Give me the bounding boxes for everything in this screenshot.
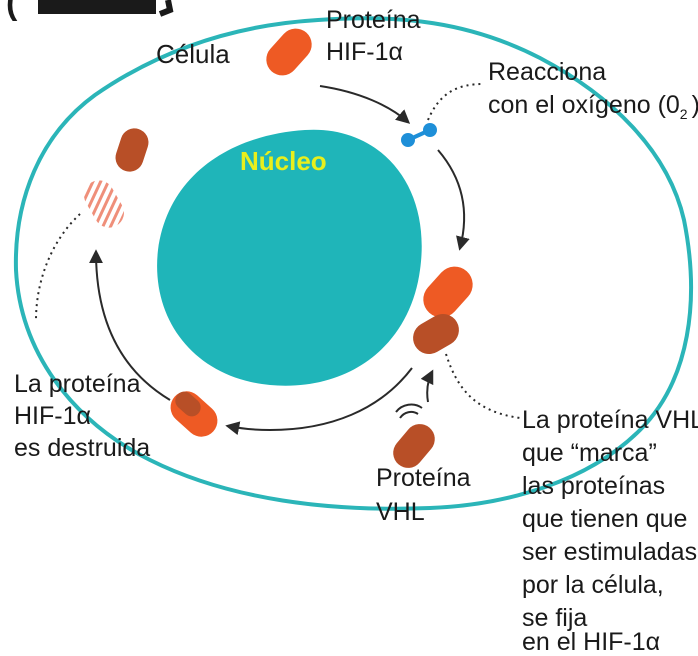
destroyed-leader-line xyxy=(35,213,81,321)
hif-protein-label: Proteína HIF-1α xyxy=(326,6,427,66)
arrow-vhl-up xyxy=(420,369,434,403)
arrow-bound-to-degradation xyxy=(225,367,413,436)
vhl-note: La proteína VHL que “marca” las proteína… xyxy=(522,406,698,656)
destroyed-label: La proteína HIF-1α es destruida xyxy=(14,370,150,462)
arrow-hif-to-oxygen xyxy=(319,85,411,124)
vhl-note-leader-line xyxy=(445,353,521,419)
signal-waves-icon xyxy=(395,403,423,419)
arrow-oxygen-to-vhl-bind xyxy=(437,149,470,251)
nucleus xyxy=(157,129,422,386)
oxygen-leader-line xyxy=(427,83,485,121)
header-partial-bar xyxy=(38,0,156,14)
arrow-up-left xyxy=(89,249,171,401)
nucleus-label: Núcleo xyxy=(240,146,327,176)
cell-label: Célula xyxy=(156,39,230,69)
cell-outline xyxy=(13,16,693,511)
header-partial: ( xyxy=(6,0,18,22)
vhl-protein-label: Proteína VHL xyxy=(376,464,477,526)
oxygen-molecule-icon xyxy=(401,123,437,147)
vhl-protein-bound xyxy=(413,314,459,354)
vhl-protein-bottom-left xyxy=(175,391,201,417)
vhl-protein-bottom xyxy=(393,424,435,468)
hif-protein-top xyxy=(266,28,312,76)
reacts-oxygen-label: Reacciona con el oxígeno (02) xyxy=(488,58,698,122)
hif-protein-right xyxy=(423,266,473,318)
destroyed-hif-protein xyxy=(84,180,124,228)
vhl-protein-left xyxy=(115,128,149,172)
header-partial-paren xyxy=(158,0,174,17)
